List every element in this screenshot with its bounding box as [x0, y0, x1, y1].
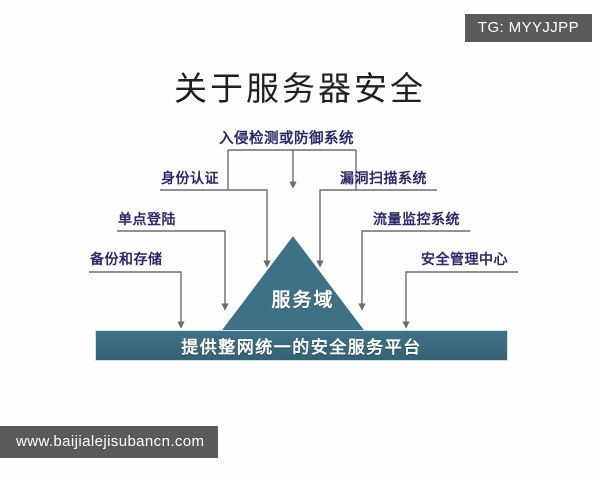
- node-label-flow: 流量监控系统: [373, 212, 460, 228]
- service-domain-label: 服务域: [271, 289, 335, 311]
- connector-auth: [160, 189, 271, 268]
- node-label-auth: 身份认证: [161, 171, 219, 187]
- page-title: 关于服务器安全: [174, 69, 426, 108]
- platform-bar-label: 提供整网统一的安全服务平台: [181, 338, 422, 358]
- connector-secmgmt: [402, 271, 518, 329]
- connector-flow: [358, 230, 470, 311]
- site-watermark: www.baijialejisubancn.com: [0, 426, 219, 458]
- platform-bar: 提供整网统一的安全服务平台: [95, 330, 508, 361]
- node-label-sso: 单点登陆: [118, 212, 176, 228]
- node-label-ids: 入侵检测或防御系统: [219, 131, 354, 147]
- node-label-backup: 备份和存储: [90, 252, 163, 268]
- connector-vuln: [316, 189, 437, 268]
- node-label-vuln: 漏洞扫描系统: [340, 171, 427, 187]
- service-domain-triangle: [220, 236, 366, 332]
- node-label-security-management: 安全管理中心: [421, 252, 508, 268]
- connector-sso: [117, 230, 229, 311]
- telegram-watermark: TG: MYYJJPP: [464, 14, 592, 42]
- connector-backup: [89, 271, 185, 329]
